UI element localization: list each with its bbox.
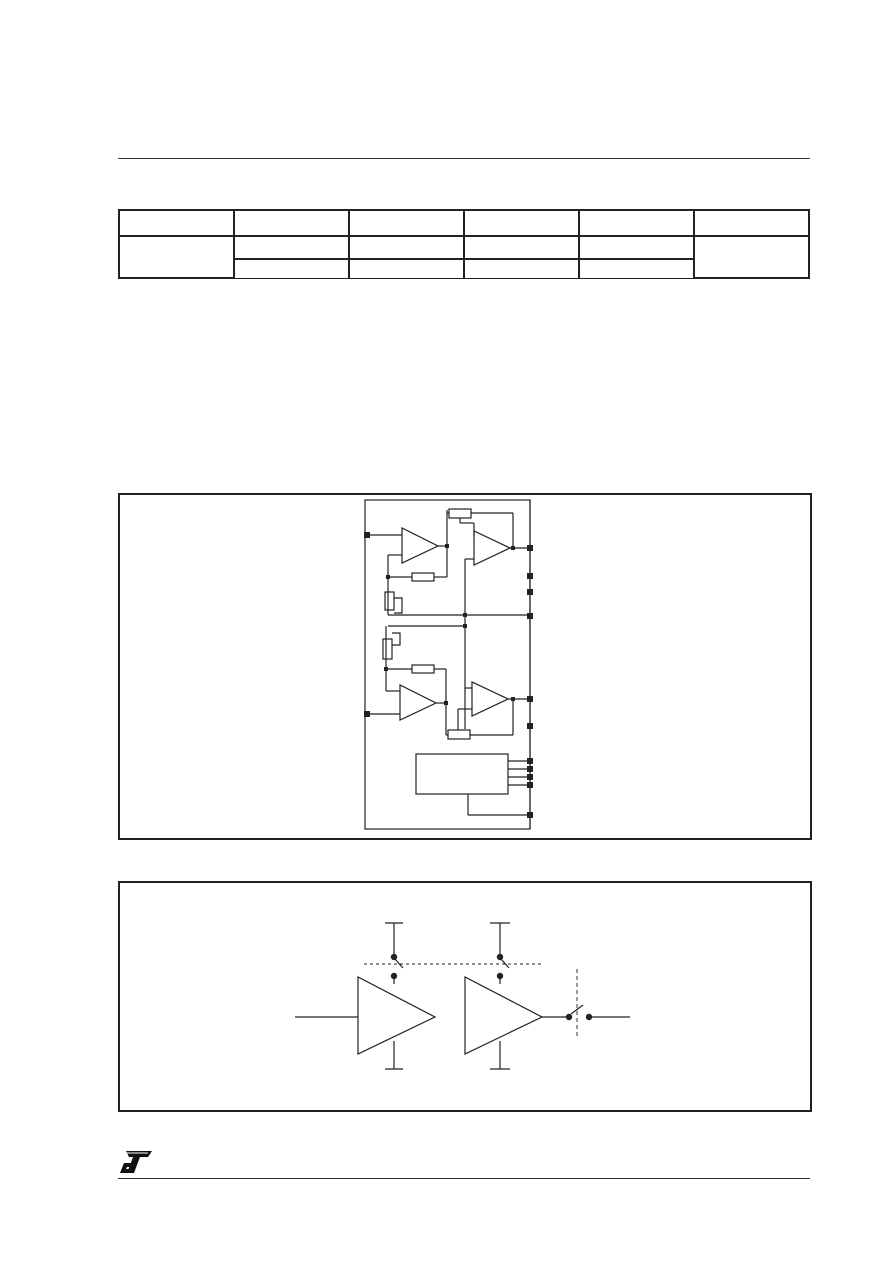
pin-marker: [527, 589, 533, 595]
switch-contact: [390, 972, 398, 980]
block-diagram-svg: [364, 499, 531, 830]
table-cell: [233, 235, 350, 260]
amplifier-1: [357, 976, 437, 1055]
pin-marker: [527, 774, 533, 780]
table-cell: [233, 258, 350, 279]
table-cell: [348, 209, 465, 237]
table-cell: [693, 209, 810, 237]
signal-path-svg: [295, 922, 630, 1070]
table-row: [118, 235, 810, 279]
switch-arm: [570, 1004, 584, 1015]
pin-marker: [527, 782, 533, 788]
pin-marker: [527, 545, 533, 551]
block-diagram-figure: [118, 493, 812, 840]
junction-dot: [463, 624, 467, 628]
pin-marker: [527, 613, 533, 619]
junction-dot: [384, 667, 388, 671]
opamp-upper-right: [473, 530, 512, 566]
opamp-lower-left: [399, 684, 438, 721]
pin-marker: [527, 573, 533, 579]
switch-contacts: [390, 953, 593, 1021]
table-cell: [118, 235, 235, 279]
pin-marker: [527, 758, 533, 764]
switch-contact: [496, 953, 504, 961]
input-pin-marker: [364, 711, 370, 717]
junction-dot: [463, 613, 467, 617]
spec-table: [118, 209, 810, 279]
input-pin-marker: [364, 532, 370, 538]
table-cell: [463, 209, 580, 237]
switch-arm: [394, 958, 404, 969]
table-row: [119, 258, 809, 279]
header-rule: [118, 158, 810, 159]
pin-marker: [527, 723, 533, 729]
table-cell: [578, 209, 695, 237]
opamp-upper-left: [401, 527, 440, 564]
pin-marker: [527, 766, 533, 772]
table-cell: [463, 235, 580, 260]
control-logic-block: [415, 753, 509, 795]
table-header-row: [118, 209, 810, 237]
switch-contact: [496, 972, 504, 980]
junction-dot: [444, 701, 448, 705]
switch-contact: [565, 1013, 573, 1021]
table-cell: [463, 258, 580, 279]
table-cell: [348, 235, 465, 260]
junction-dot: [386, 575, 390, 579]
potentiometer: [384, 591, 395, 611]
switch-arm: [500, 958, 510, 969]
amplifier-2: [464, 976, 544, 1055]
signal-path-figure: [118, 881, 812, 1112]
switch-contact: [390, 953, 398, 961]
st-logo-icon: [120, 1151, 152, 1173]
table-cell: [578, 235, 695, 260]
pin-markers: [364, 532, 533, 818]
switch-contact: [585, 1013, 593, 1021]
potentiometer: [382, 638, 393, 660]
junction-dot: [445, 544, 449, 548]
junction-dot: [511, 697, 515, 701]
table-cell: [118, 209, 235, 237]
opamp-lower-right: [471, 681, 510, 717]
footer-rule: [118, 1178, 810, 1179]
table-cell: [233, 209, 350, 237]
junction-dot: [511, 546, 515, 550]
table-cell: [348, 258, 465, 279]
table-cell: [578, 258, 695, 279]
table-cell: [693, 235, 810, 279]
pin-marker: [527, 812, 533, 818]
pin-marker: [527, 696, 533, 702]
